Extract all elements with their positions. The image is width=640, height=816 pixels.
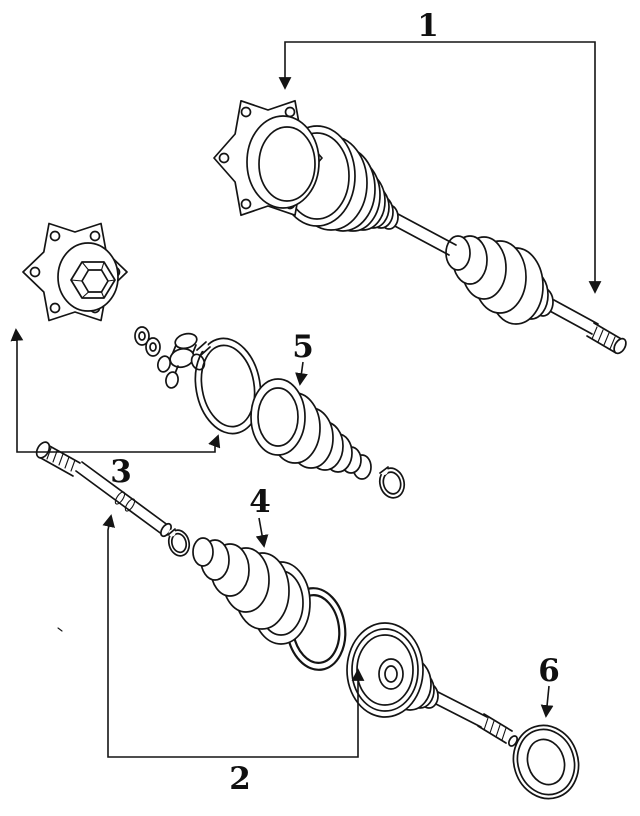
leader-1 xyxy=(278,41,602,294)
callout-1-label: 1 xyxy=(417,8,439,44)
part-3-inner-joint-flange xyxy=(22,222,128,322)
stray-mark xyxy=(57,627,63,632)
callout-5-label: 5 xyxy=(292,329,314,365)
part-1-axle-assembly xyxy=(213,99,627,355)
callout-2-label: 2 xyxy=(229,761,251,797)
leader-3 xyxy=(10,328,221,453)
callout-leader-lines xyxy=(10,41,602,758)
outer-boot-bellows xyxy=(445,235,554,325)
part-3-washers-spider-snapring xyxy=(134,326,262,435)
leader-4 xyxy=(255,517,269,548)
callout-4-label: 4 xyxy=(249,484,271,520)
callout-6-label: 6 xyxy=(538,653,560,689)
spline-end xyxy=(35,441,81,477)
shaft-clamp-ring xyxy=(167,528,191,557)
spline-tip-lower xyxy=(477,713,519,747)
callout-3-label: 3 xyxy=(110,454,132,490)
companion-flange xyxy=(213,99,323,217)
leader-5 xyxy=(295,361,308,386)
part-4-outer-boot xyxy=(192,537,347,671)
part-5-inner-boot xyxy=(250,378,406,499)
leader-6 xyxy=(540,685,554,718)
part-2-outboard-joint xyxy=(346,622,519,747)
leader-2 xyxy=(102,514,365,758)
spline-tip xyxy=(586,322,627,355)
part-6-oil-seal xyxy=(512,724,580,800)
boot-clamp-ring xyxy=(378,466,406,499)
callout-labels: 1 2 3 4 5 6 xyxy=(110,8,560,797)
